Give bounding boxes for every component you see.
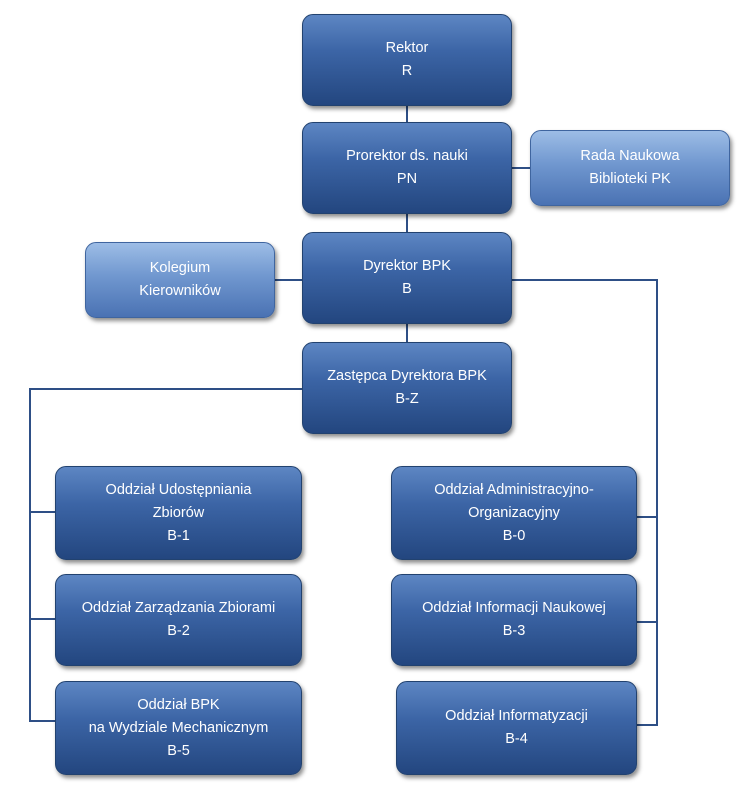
node-rada-line1: Rada Naukowa xyxy=(580,148,680,164)
node-kolegium-line2: Kierowników xyxy=(139,283,221,299)
node-dyrektor-name: Dyrektor BPK xyxy=(363,258,451,274)
node-b5-line2: na Wydziale Mechanicznym xyxy=(88,719,269,736)
node-b3-name: Oddział Informacji Naukowej xyxy=(422,600,606,616)
node-kolegium-line1: Kolegium xyxy=(149,260,211,276)
node-prorektor: Prorektor ds. nauki PN xyxy=(302,122,512,214)
node-b5: Oddział BPK na Wydziale Mechanicznym B-5 xyxy=(55,681,302,775)
node-b2-code: B-2 xyxy=(167,623,190,639)
node-zastepca-name: Zastępca Dyrektora BPK xyxy=(327,368,487,384)
node-rada-naukowa: Rada Naukowa Biblioteki PK xyxy=(530,130,730,206)
node-b5-code: B-5 xyxy=(167,742,190,759)
node-rektor-code: R xyxy=(401,63,413,79)
node-b0-code: B-0 xyxy=(502,527,526,544)
connector-dyrektor-right-branch xyxy=(512,279,658,726)
node-b0-line1: Oddział Administracyjno- xyxy=(434,481,594,498)
node-b0-line2: Organizacyjny xyxy=(468,504,560,521)
node-zastepca-code: B-Z xyxy=(395,391,419,407)
node-b1-line1: Oddział Udostępniania xyxy=(105,481,252,498)
node-b4: Oddział Informatyzacji B-4 xyxy=(396,681,637,775)
node-dyrektor: Dyrektor BPK B xyxy=(302,232,512,324)
node-b4-name: Oddział Informatyzacji xyxy=(445,708,588,724)
node-rektor-name: Rektor xyxy=(385,40,429,56)
node-b0: Oddział Administracyjno- Organizacyjny B… xyxy=(391,466,637,560)
node-zastepca: Zastępca Dyrektora BPK B-Z xyxy=(302,342,512,434)
node-prorektor-name: Prorektor ds. nauki xyxy=(346,148,468,164)
node-prorektor-code: PN xyxy=(396,171,418,187)
connector-zastepca-left-branch xyxy=(29,388,302,722)
node-b2: Oddział Zarządzania Zbiorami B-2 xyxy=(55,574,302,666)
node-b3: Oddział Informacji Naukowej B-3 xyxy=(391,574,637,666)
node-b1-code: B-1 xyxy=(167,527,190,544)
node-dyrektor-code: B xyxy=(402,281,412,297)
node-b5-line1: Oddział BPK xyxy=(137,696,220,713)
node-b1-line2: Zbiorów xyxy=(152,504,205,521)
node-rada-line2: Biblioteki PK xyxy=(589,171,671,187)
node-rektor: Rektor R xyxy=(302,14,512,106)
node-b1: Oddział Udostępniania Zbiorów B-1 xyxy=(55,466,302,560)
node-b4-code: B-4 xyxy=(505,731,528,747)
node-b2-name: Oddział Zarządzania Zbiorami xyxy=(81,600,276,616)
node-kolegium: Kolegium Kierowników xyxy=(85,242,275,318)
node-b3-code: B-3 xyxy=(502,623,526,639)
